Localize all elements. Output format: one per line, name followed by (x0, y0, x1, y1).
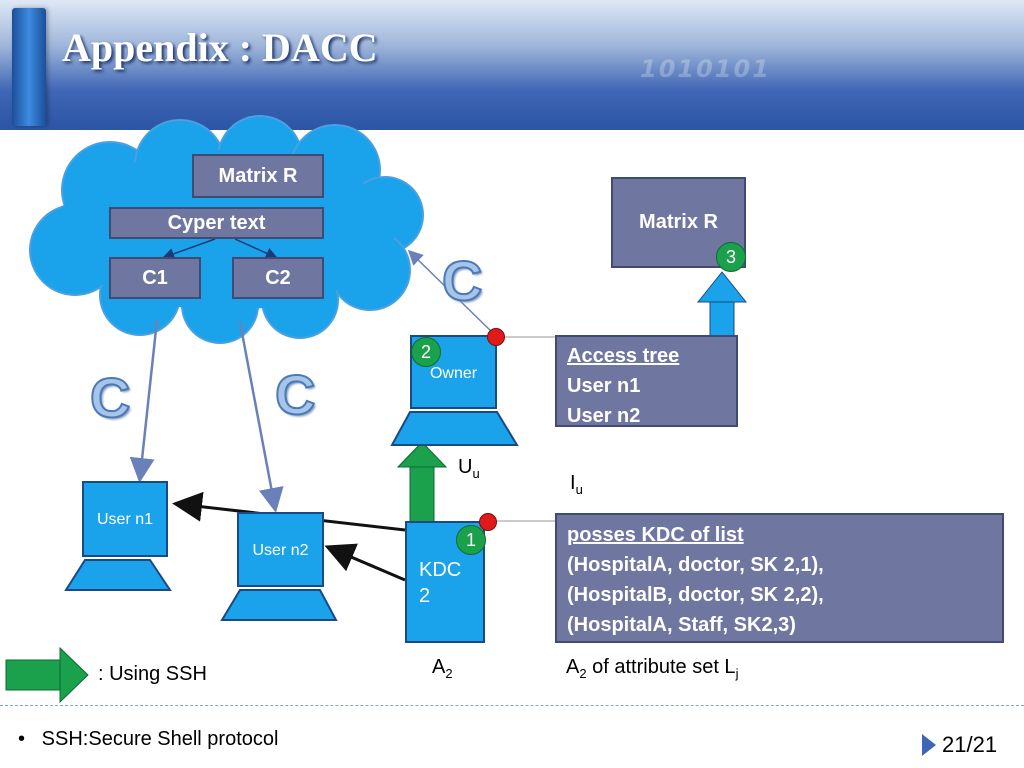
access-tree-heading: Access tree (567, 345, 680, 367)
a2-attr-sub: 2 (579, 666, 587, 681)
uu-sub: u (472, 466, 480, 481)
kdc-box: KDC 2 (405, 521, 485, 643)
footer-bullet: • SSH:Secure Shell protocol (18, 728, 279, 750)
owner-red-dot (487, 328, 505, 346)
c-letter-left: C (89, 365, 131, 430)
iu-sub: u (575, 482, 583, 497)
header-accent-bar (12, 8, 46, 126)
user-n2-monitor: User n2 (237, 512, 324, 587)
slide-header: 1010101 (0, 0, 1024, 130)
header-watermark-digits: 1010101 (640, 55, 771, 83)
kdc-label: KDC 2 (419, 559, 462, 607)
user-n1-keyboard (64, 559, 172, 591)
kdc-list-box: posses KDC of list (HospitalA, doctor, S… (555, 513, 1004, 643)
step-3-badge: 3 (716, 242, 746, 272)
attr-sub: j (735, 666, 739, 681)
user-n2-keyboard (220, 589, 338, 621)
iu-text: I (570, 472, 576, 494)
uu-text: U (458, 456, 473, 478)
page-number: 21/21 (942, 732, 998, 757)
kdc-red-dot (479, 513, 497, 531)
c-letter-middle: C (274, 362, 316, 427)
user-n1-label: User n1 (96, 511, 154, 528)
blue-arrow-to-matrix (696, 271, 748, 337)
access-tree-user1: User n1 (567, 375, 641, 397)
legend-text: : Using SSH (98, 663, 207, 685)
slide-title: Appendix : DACC (62, 25, 378, 70)
kdc-list-line3: (HospitalA, Staff, SK2,3) (567, 614, 796, 636)
kdc-list-heading: posses KDC of list (567, 524, 744, 546)
c1-box: C1 (109, 257, 201, 299)
owner-keyboard (390, 411, 519, 446)
access-tree-user2: User n2 (567, 405, 641, 427)
owner-monitor: Owner (410, 335, 497, 409)
owner-label: Owner (429, 365, 478, 382)
user-n1-monitor: User n1 (82, 481, 168, 557)
page-arrow-icon[interactable] (922, 734, 936, 756)
kdc-list-line2: (HospitalB, doctor, SK 2,2), (567, 584, 824, 606)
iu-label: Iu (570, 472, 583, 497)
green-arrow-kdc-to-owner (396, 441, 448, 523)
footer-bullet-text: SSH:Secure Shell protocol (41, 728, 279, 750)
c2-box: C2 (232, 257, 324, 299)
step-1-badge: 1 (456, 525, 486, 555)
a2-text: A (432, 656, 446, 678)
cypher-text-box: Cyper text (109, 207, 324, 239)
a2-attr-text: A (566, 656, 580, 678)
cloud-matrix-r-box: Matrix R (192, 154, 324, 198)
page-indicator: 21/21 (922, 732, 997, 758)
access-tree-box: Access tree User n1 User n2 (555, 335, 738, 427)
uu-label: Uu (458, 456, 480, 481)
a2-label: A2 (432, 656, 453, 681)
footer-divider (0, 705, 1024, 706)
c-letter-owner: C (441, 248, 483, 313)
user-n2-label: User n2 (252, 542, 309, 559)
step-2-badge: 2 (411, 337, 441, 367)
attribute-set-label: A2 of attribute set Lj (566, 656, 738, 681)
kdc-list-line1: (HospitalA, doctor, SK 2,1), (567, 554, 824, 576)
legend-green-arrow (5, 646, 89, 704)
a2-sub: 2 (445, 666, 453, 681)
attr-text: of attribute set L (586, 656, 736, 678)
